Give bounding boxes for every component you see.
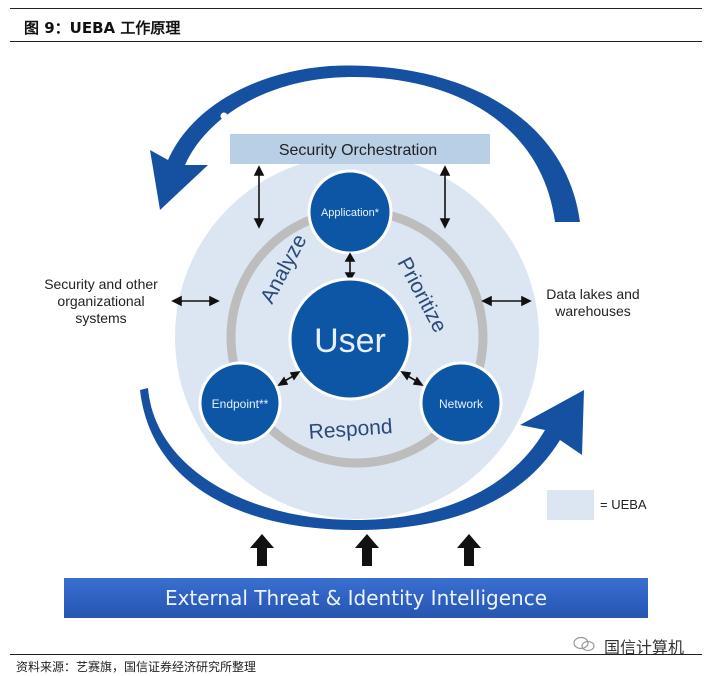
up-arrow-right <box>457 534 481 566</box>
user-label: User <box>314 322 386 360</box>
figure-title: 图 9：UEBA 工作原理 <box>24 19 181 37</box>
application-label: Application* <box>321 207 380 219</box>
orchestration-link-left <box>253 165 265 229</box>
figure-title-bar: 图 9：UEBA 工作原理 <box>10 8 702 42</box>
right-label-line: Data lakes and <box>546 286 640 302</box>
intel-arrows <box>250 534 481 566</box>
up-arrow-left <box>250 534 274 566</box>
network-label: Network <box>439 397 484 411</box>
network-user-link <box>400 370 424 387</box>
arrow-dot <box>220 112 228 120</box>
source-note: 资料来源：艺赛旗，国信证券经济研究所整理 <box>16 660 257 674</box>
endpoint-label: Endpoint** <box>212 397 269 411</box>
user-node <box>288 277 412 401</box>
left-label-line: systems <box>75 310 127 326</box>
external-intelligence-label: External Threat & Identity Intelligence <box>164 586 548 610</box>
legend-swatch <box>547 490 594 520</box>
left-label-line: Security and other <box>44 276 158 292</box>
external-intelligence-bar: External Threat & Identity Intelligence <box>64 578 648 618</box>
right-data-link <box>481 295 532 307</box>
left-systems-label: Security and other organizational system… <box>26 276 176 327</box>
up-arrow-center <box>355 534 379 566</box>
right-label-line: warehouses <box>555 303 631 319</box>
security-orchestration-label: Security Orchestration <box>279 142 437 159</box>
right-data-label: Data lakes and warehouses <box>530 286 656 320</box>
legend-label: = UEBA <box>600 497 647 512</box>
left-systems-link <box>171 295 220 307</box>
orchestration-link-right <box>439 165 451 229</box>
watermark: 国信计算机 <box>604 638 685 657</box>
network-node <box>419 361 503 445</box>
endpoint-node <box>198 361 282 445</box>
application-user-link <box>344 252 356 282</box>
left-label-line: organizational <box>57 293 145 309</box>
security-orchestration-box <box>230 134 490 164</box>
endpoint-user-link <box>277 370 301 387</box>
footer-divider <box>10 654 702 655</box>
wechat-icon <box>573 636 595 652</box>
